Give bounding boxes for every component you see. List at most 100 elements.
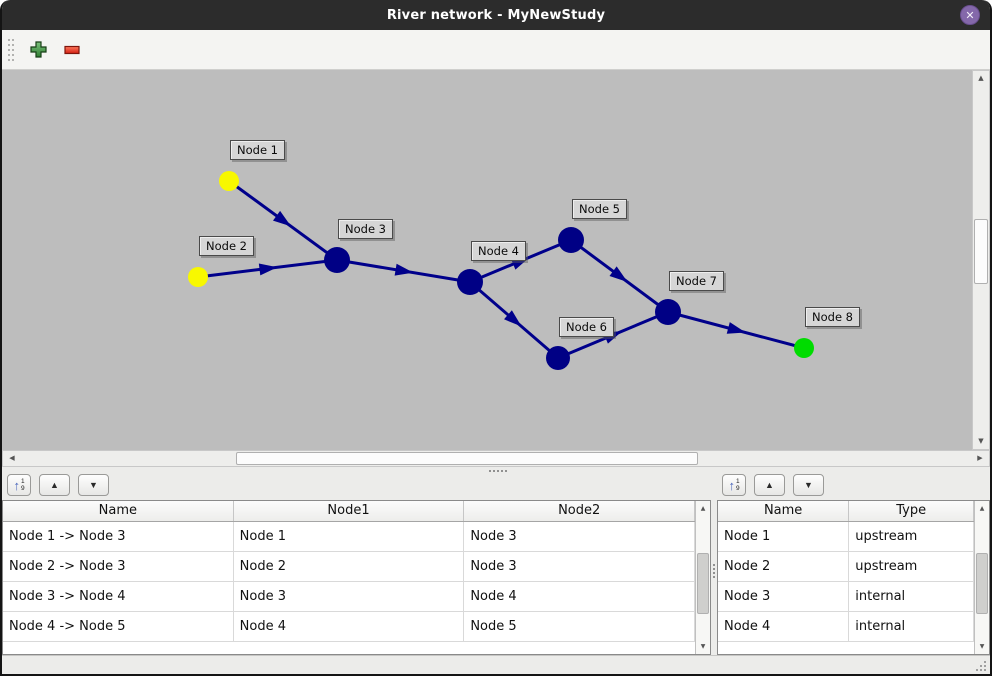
node-circle[interactable]: [655, 299, 681, 325]
table-scroll-thumb[interactable]: [976, 553, 988, 615]
node-label[interactable]: Node 3: [338, 219, 393, 239]
edge-arrow-icon: [273, 210, 292, 227]
up-arrow-icon: ▲: [765, 479, 774, 490]
toolbar: [2, 30, 990, 70]
edge-arrow-icon: [394, 263, 414, 276]
move-branch-up-button[interactable]: ▲: [39, 474, 70, 496]
down-arrow-icon: ▼: [804, 479, 813, 490]
table-cell: Node 2: [234, 552, 465, 581]
column-header[interactable]: Node1: [234, 501, 465, 521]
scroll-down-icon[interactable]: ▼: [700, 643, 706, 650]
close-button[interactable]: ✕: [960, 5, 980, 25]
node-label[interactable]: Node 7: [669, 271, 724, 291]
table-cell: Node 4: [234, 612, 465, 641]
node-label[interactable]: Node 5: [572, 199, 627, 219]
down-arrow-icon: ▼: [89, 479, 98, 490]
node-circle[interactable]: [219, 171, 239, 191]
edge-arrow-icon: [726, 322, 746, 334]
vertical-scroll-thumb[interactable]: [974, 219, 988, 284]
table-cell: Node 4: [464, 582, 695, 611]
horizontal-scroll-thumb[interactable]: [236, 452, 698, 465]
network-canvas[interactable]: Node 1 Node 2 Node 3 Node 4 Node 5 Node 6 Node…: [2, 70, 972, 450]
edge-arrow-icon: [258, 263, 278, 276]
table-cell: upstream: [849, 552, 974, 581]
add-node-button[interactable]: [25, 37, 51, 63]
move-node-down-button[interactable]: ▼: [793, 474, 824, 496]
table-cell: internal: [849, 582, 974, 611]
column-header[interactable]: Type: [849, 501, 974, 521]
branch-table-scrollbar[interactable]: ▲ ▼: [695, 501, 710, 654]
table-cell: Node 3: [234, 582, 465, 611]
scroll-down-icon[interactable]: ▼: [979, 643, 985, 650]
node-circle[interactable]: [794, 338, 814, 358]
canvas-horizontal-scrollbar[interactable]: ◀ ▶: [2, 450, 990, 467]
table-cell: Node 4 -> Node 5: [3, 612, 234, 641]
node-circle[interactable]: [188, 267, 208, 287]
edge-arrow-icon: [504, 310, 522, 327]
window-title: River network - MyNewStudy: [386, 7, 606, 23]
table-cell: Node 2: [718, 552, 850, 581]
table-scroll-thumb[interactable]: [697, 553, 709, 615]
column-header[interactable]: Name: [3, 501, 234, 521]
table-cell: Node 1 -> Node 3: [3, 522, 234, 551]
node-circle[interactable]: [324, 247, 350, 273]
move-branch-down-button[interactable]: ▼: [78, 474, 109, 496]
plus-icon: [29, 41, 47, 58]
hscroll-row: ◀ ▶: [2, 450, 990, 467]
node-circle[interactable]: [457, 269, 483, 295]
table-cell: Node 2 -> Node 3: [3, 552, 234, 581]
table-cell: Node 5: [464, 612, 695, 641]
node-circle[interactable]: [558, 227, 584, 253]
node-label[interactable]: Node 8: [805, 307, 860, 327]
canvas-row: Node 1 Node 2 Node 3 Node 4 Node 5 Node 6 Node…: [2, 70, 990, 450]
node-table-scrollbar[interactable]: ▲ ▼: [974, 501, 989, 654]
table-cell: Node 3: [464, 522, 695, 551]
node-label[interactable]: Node 1: [230, 140, 285, 160]
sort-1-9-icon: ↑: [13, 477, 20, 493]
table-cell: Node 3 -> Node 4: [3, 582, 234, 611]
node-circle[interactable]: [546, 346, 570, 370]
scroll-up-icon[interactable]: ▲: [700, 505, 706, 512]
scroll-down-icon[interactable]: ▼: [978, 437, 984, 445]
canvas-vertical-scrollbar[interactable]: ▲ ▼: [972, 70, 990, 450]
up-arrow-icon: ▲: [50, 479, 59, 490]
table-cell: upstream: [849, 522, 974, 551]
table-cell: Node 3: [718, 582, 850, 611]
move-node-up-button[interactable]: ▲: [754, 474, 785, 496]
column-header[interactable]: Name: [718, 501, 850, 521]
horizontal-splitter[interactable]: [2, 467, 990, 474]
minus-icon: [63, 45, 80, 54]
scroll-left-icon[interactable]: ◀: [9, 454, 15, 462]
scroll-up-icon[interactable]: ▲: [979, 505, 985, 512]
vertical-splitter[interactable]: [711, 474, 717, 655]
node-label[interactable]: Node 4: [471, 241, 526, 261]
scroll-right-icon[interactable]: ▶: [977, 454, 983, 462]
node-label[interactable]: Node 6: [559, 317, 614, 337]
status-bar: [2, 655, 990, 674]
node-label[interactable]: Node 2: [199, 236, 254, 256]
sort-1-9-icon: ↑: [728, 477, 735, 493]
resize-grip[interactable]: [984, 669, 986, 671]
remove-node-button[interactable]: [59, 37, 85, 63]
toolbar-drag-handle[interactable]: [8, 37, 15, 63]
column-header[interactable]: Node2: [464, 501, 695, 521]
scroll-up-icon[interactable]: ▲: [978, 74, 984, 82]
